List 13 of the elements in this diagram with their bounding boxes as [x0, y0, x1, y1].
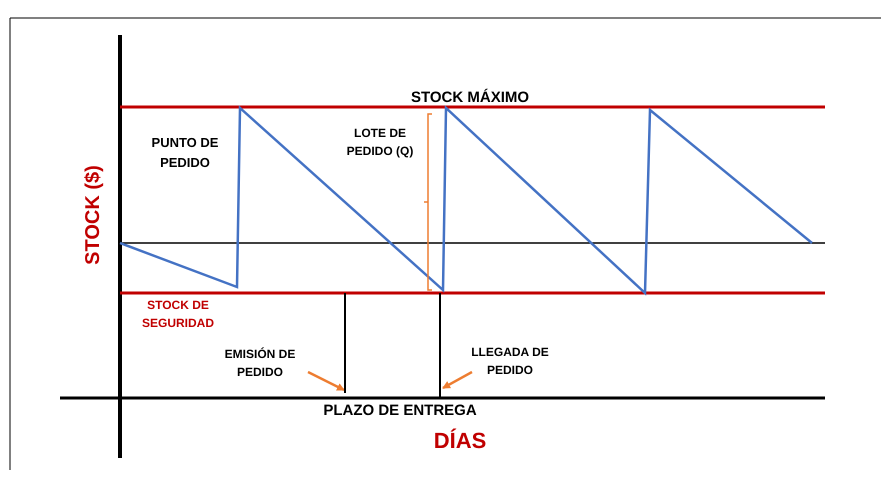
callout-text: EMISIÓN DE PEDIDO	[205, 345, 315, 381]
line-label: STOCK DE SEGURIDAD	[140, 297, 215, 332]
callout-text: LLEGADA DE PEDIDO	[455, 343, 565, 379]
axis-annotation: PLAZO DE ENTREGA	[322, 401, 478, 421]
leader-arrow	[307, 370, 345, 392]
chart-annotation: PUNTO DE PEDIDO	[150, 134, 220, 172]
time-marker-line	[344, 293, 346, 393]
time-marker-line	[439, 293, 441, 398]
chart-annotation: LOTE DE PEDIDO (Q)	[346, 125, 414, 160]
axis-title: DÍAS	[432, 427, 488, 455]
leader-arrow	[442, 370, 473, 390]
axis-title: STOCK ($)	[81, 164, 105, 267]
line-label: STOCK MÁXIMO	[410, 88, 530, 108]
